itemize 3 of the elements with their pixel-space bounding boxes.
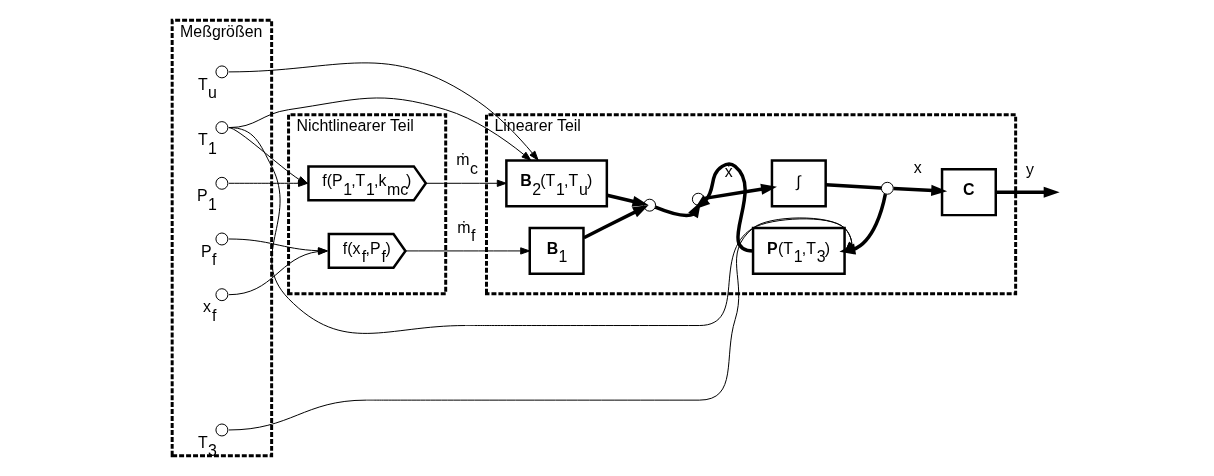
edge-label: y: [1026, 161, 1035, 179]
edge-label: x: [913, 159, 922, 177]
edge-label: ẋ: [724, 163, 733, 181]
